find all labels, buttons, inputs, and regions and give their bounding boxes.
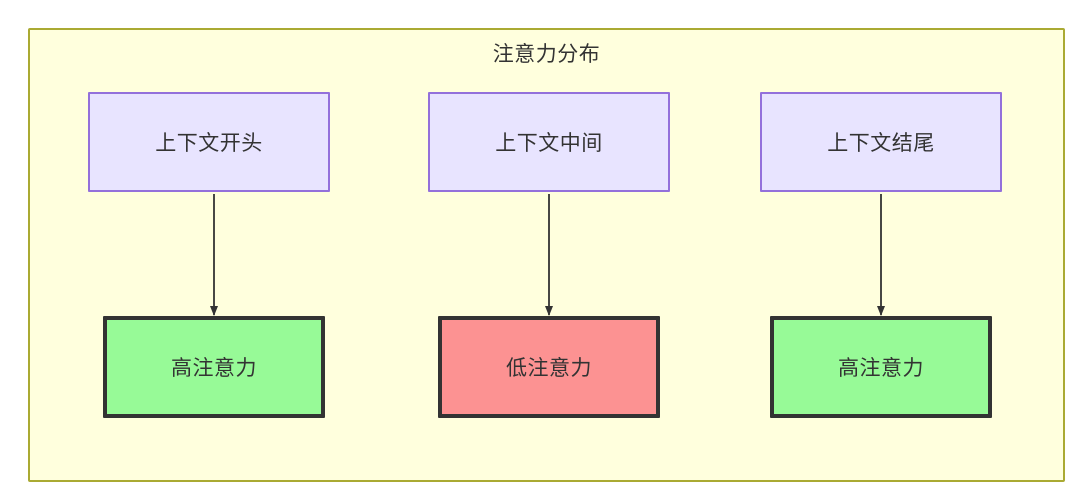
node-context-middle-label: 上下文中间 [495,132,603,155]
node-attention-high-start[interactable]: 高注意力 [103,316,325,418]
node-context-end-label: 上下文结尾 [827,132,935,155]
node-context-start[interactable]: 上下文开头 [88,92,330,192]
node-context-start-label: 上下文开头 [155,132,263,155]
node-attention-high-end[interactable]: 高注意力 [770,316,992,418]
subgraph-title: 注意力分布 [492,43,601,66]
node-attention-high-start-label: 高注意力 [171,357,257,380]
node-context-end[interactable]: 上下文结尾 [760,92,1002,192]
node-attention-high-end-label: 高注意力 [838,357,924,380]
node-attention-low-middle[interactable]: 低注意力 [438,316,660,418]
node-context-middle[interactable]: 上下文中间 [428,92,670,192]
node-attention-low-middle-label: 低注意力 [506,357,592,380]
